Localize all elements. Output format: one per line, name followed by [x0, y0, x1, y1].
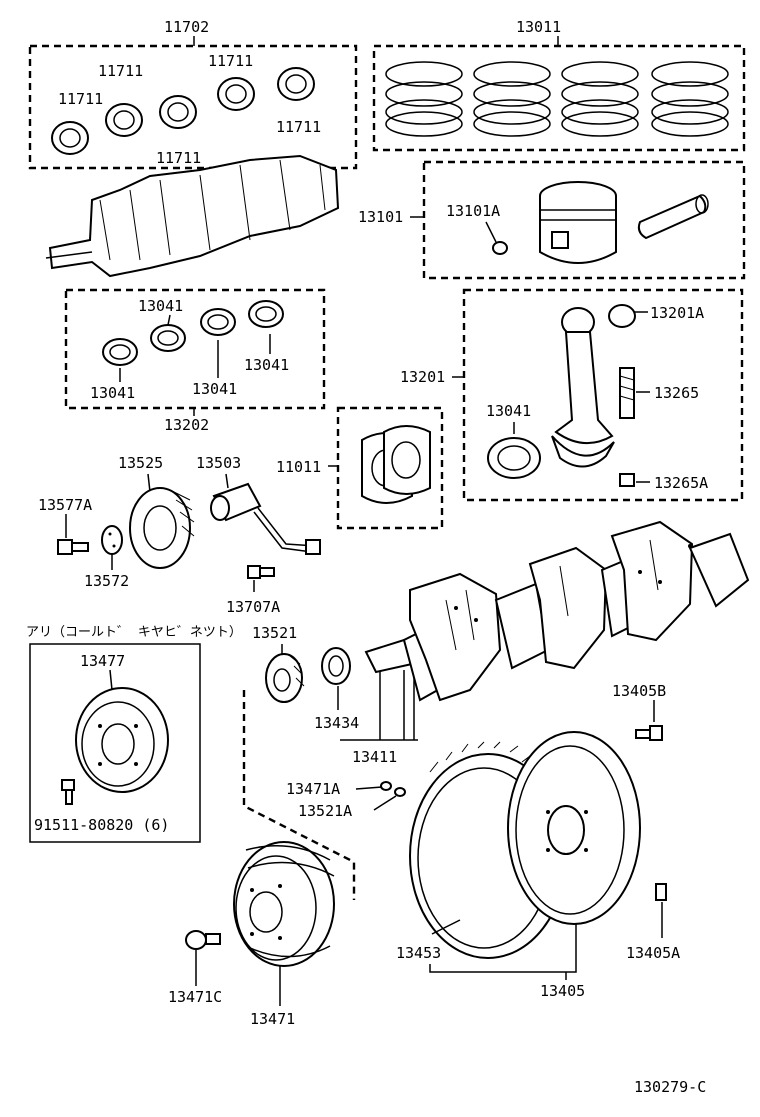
- label-13471C: 13471C: [168, 988, 222, 1006]
- label-13011: 13011: [516, 18, 561, 36]
- piston: [539, 181, 617, 264]
- flywheel: [507, 731, 641, 925]
- damper-bolt: [61, 779, 75, 805]
- damper-pulley: [75, 687, 169, 793]
- label-13411: 13411: [352, 748, 397, 766]
- crankshaft-main: [364, 520, 750, 702]
- label-13201A: 13201A: [650, 304, 704, 322]
- thrust-washer-box: [336, 406, 444, 530]
- label-13453: 13453: [396, 944, 441, 962]
- piston-box: [422, 160, 746, 280]
- label-11711-e: 11711: [156, 149, 201, 167]
- label-11711-a: 11711: [98, 62, 143, 80]
- crank-gear: [265, 653, 305, 703]
- crankshaft-top: [45, 154, 340, 278]
- label-13201: 13201: [400, 368, 445, 386]
- timing-gear: [129, 487, 195, 569]
- figure-code: 130279-C: [634, 1078, 706, 1096]
- rod-bush: [608, 304, 636, 328]
- conn-rod-box: [462, 288, 744, 502]
- label-11711-c: 11711: [208, 52, 253, 70]
- label-13521A: 13521A: [298, 802, 352, 820]
- label-13471: 13471: [250, 1010, 295, 1028]
- piston-pin: [637, 194, 709, 240]
- snap-ring: [492, 241, 508, 255]
- piston-ring-set-box: [372, 44, 746, 152]
- bearing-set-box-top: [28, 44, 358, 170]
- label-13041-rod: 13041: [486, 402, 531, 420]
- label-13707A: 13707A: [226, 598, 280, 616]
- bearing-set-box-bottom: [64, 288, 326, 410]
- label-11711-b: 11711: [58, 90, 103, 108]
- label-13101: 13101: [358, 208, 403, 226]
- key-leader: [340, 670, 418, 741]
- label-11011: 11011: [276, 458, 321, 476]
- label-13577A: 13577A: [38, 496, 92, 514]
- label-damper-bolt: 91511-80820 (6): [34, 816, 169, 834]
- label-13265: 13265: [654, 384, 699, 402]
- connecting-rod: [551, 307, 615, 468]
- damper-pulley-box: [29, 643, 201, 843]
- crank-sensor: [210, 482, 321, 555]
- key-13471A: [380, 781, 392, 791]
- note-cold-cabinet: アリ（コールト゛ キヤヒ゛ネツト）: [26, 625, 242, 640]
- label-13521: 13521: [252, 624, 297, 642]
- bolt-13577A: [57, 539, 89, 555]
- label-13041-c: 13041: [90, 384, 135, 402]
- key-13521A: [394, 787, 406, 797]
- main-bearing-shells: [51, 67, 315, 155]
- label-13041-d: 13041: [192, 380, 237, 398]
- label-11711-d: 11711: [276, 118, 321, 136]
- sensor-bolt: [247, 565, 275, 579]
- label-13405: 13405: [540, 982, 585, 1000]
- label-13265A: 13265A: [654, 474, 708, 492]
- label-13434: 13434: [314, 714, 359, 732]
- label-13041-b: 13041: [244, 356, 289, 374]
- rod-bolt: [619, 367, 635, 419]
- label-13202: 13202: [164, 416, 209, 434]
- label-13525: 13525: [118, 454, 163, 472]
- pulley-bolt: [185, 930, 221, 950]
- piston-rings: [385, 61, 729, 137]
- label-13471A: 13471A: [286, 780, 340, 798]
- label-13503: 13503: [196, 454, 241, 472]
- conn-rod-bearings: [102, 300, 284, 366]
- crank-pulley: [233, 841, 335, 967]
- label-13101A: 13101A: [446, 202, 500, 220]
- sensor-plate: [101, 525, 123, 555]
- spacer: [321, 647, 351, 685]
- dowel-pin: [655, 883, 667, 901]
- rod-bearing-shell: [487, 437, 541, 479]
- label-11702: 11702: [164, 18, 209, 36]
- label-13477: 13477: [80, 652, 125, 670]
- flywheel-leader: [429, 924, 577, 973]
- gear-to-pulley-guide: [242, 690, 356, 900]
- label-13405B: 13405B: [612, 682, 666, 700]
- rod-nut: [619, 473, 635, 487]
- label-13572: 13572: [84, 572, 129, 590]
- label-13405A: 13405A: [626, 944, 680, 962]
- thrust-washers: [361, 425, 431, 504]
- flywheel-bolt: [635, 725, 663, 741]
- label-13041-a: 13041: [138, 297, 183, 315]
